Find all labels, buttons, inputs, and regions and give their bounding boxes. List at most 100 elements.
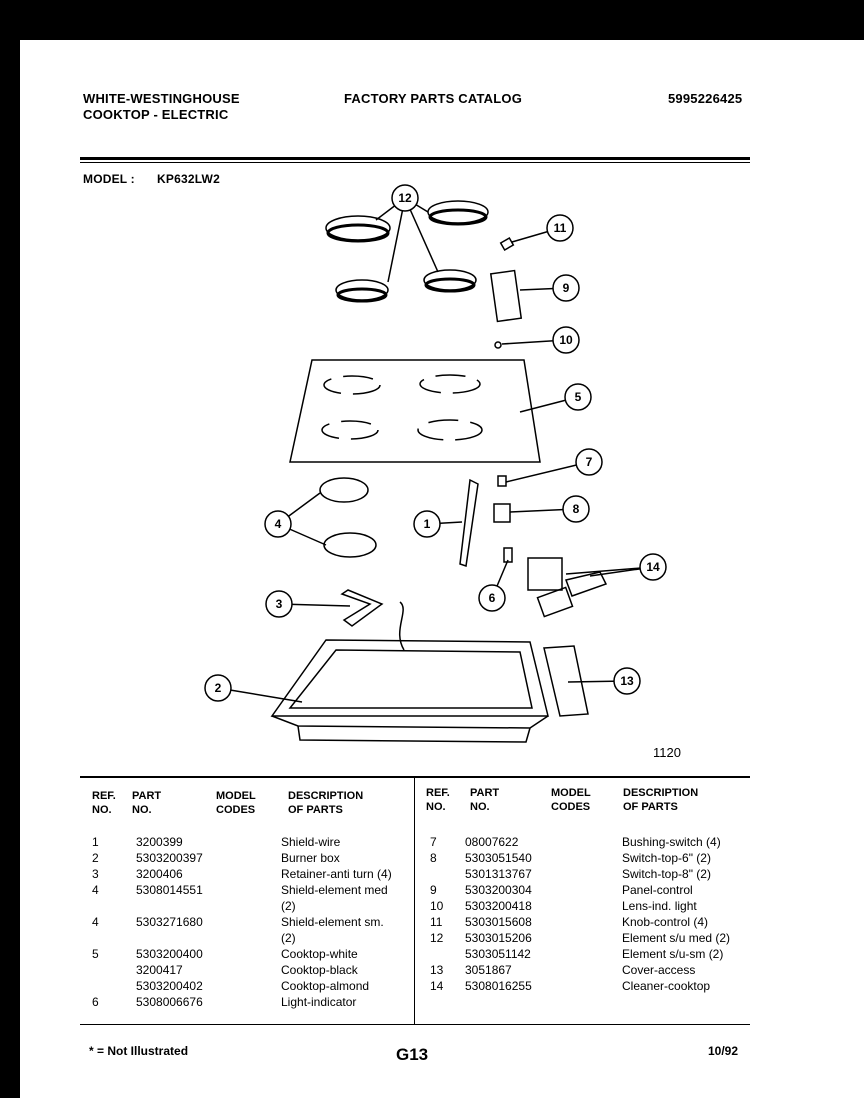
callout-11: [546, 214, 574, 242]
right-ref: 8: [430, 851, 437, 865]
callout-6-label: 6: [489, 591, 496, 605]
right-part: 5303051142: [465, 947, 531, 961]
left-part: 3200417: [136, 963, 183, 977]
header-desc-left-1: DESCRIPTION: [288, 790, 364, 802]
left-desc: (2): [281, 931, 296, 945]
callout-2: [204, 674, 232, 702]
catalog-title: FACTORY PARTS CATALOG: [344, 91, 523, 106]
burner-box: [270, 601, 549, 743]
not-illustrated-note: * = Not Illustrated: [89, 1044, 189, 1058]
left-part: 5303271680: [136, 915, 203, 929]
callout-10: [552, 326, 580, 354]
right-part: 08007622: [465, 835, 519, 849]
callout-4-label: 4: [275, 517, 282, 531]
right-ref: 9: [430, 883, 437, 897]
header-model-left-2: CODES: [216, 804, 256, 816]
right-ref: 13: [430, 963, 444, 977]
right-ref: 7: [430, 835, 437, 849]
cooktop-panel: [289, 359, 541, 463]
header-rule-thick: [80, 157, 750, 160]
left-desc: Shield-wire: [281, 835, 341, 849]
callout-13-label: 13: [620, 674, 634, 688]
callout-8: [562, 495, 590, 523]
revision-date: 10/92: [708, 1044, 739, 1058]
left-desc: Light-indicator: [281, 995, 357, 1009]
left-ref: 1: [92, 835, 99, 849]
wire-shield: [459, 478, 479, 567]
right-desc: Panel-control: [622, 883, 693, 897]
callout-1-label: 1: [424, 517, 431, 531]
callout-7-label: 7: [586, 455, 593, 469]
right-desc: Lens-ind. light: [622, 899, 697, 913]
callout-8-label: 8: [573, 502, 580, 516]
left-ref: 3: [92, 867, 99, 881]
header-desc-right-2: OF PARTS: [623, 801, 678, 813]
top-switch: [493, 503, 511, 523]
header-rule-thin: [80, 162, 750, 163]
catalog-number: 5995226425: [668, 91, 743, 106]
right-part: 5303200418: [465, 899, 532, 913]
left-desc: (2): [281, 899, 296, 913]
right-desc: Knob-control (4): [622, 915, 709, 929]
surface-element-small-front-right: [423, 269, 477, 293]
model-label: MODEL :: [83, 172, 135, 186]
callout-3-label: 3: [276, 597, 283, 611]
header-part-right-2: NO.: [470, 801, 490, 813]
left-desc: Cooktop-almond: [281, 979, 370, 993]
header-desc-right-1: DESCRIPTION: [623, 787, 699, 799]
right-part: 5303051540: [465, 851, 532, 865]
right-part: 5308016255: [465, 979, 532, 993]
brand-line-1: WHITE-WESTINGHOUSE: [83, 91, 240, 106]
left-part: 5303200400: [136, 947, 203, 961]
right-ref: 12: [430, 931, 444, 945]
element-shield-medium: [319, 477, 369, 503]
left-desc: Burner box: [281, 851, 340, 865]
left-desc: Shield-element sm.: [281, 915, 384, 929]
table-bottom-rule: [80, 1024, 750, 1025]
surface-element-small-front-left: [335, 279, 389, 303]
header-model-left-1: MODEL: [216, 790, 256, 802]
control-knob: [499, 237, 515, 251]
right-desc: Element s/u-sm (2): [622, 947, 724, 961]
callout-11-label: 11: [554, 221, 567, 235]
right-part: 5303015206: [465, 931, 532, 945]
left-desc: Cooktop-black: [281, 963, 358, 977]
callout-2-label: 2: [215, 681, 222, 695]
callout-10-label: 10: [559, 333, 573, 347]
right-desc: Element s/u med (2): [622, 931, 731, 945]
right-desc: Bushing-switch (4): [622, 835, 721, 849]
header-ref-left-2: NO.: [92, 804, 112, 816]
left-part: 5303200402: [136, 979, 203, 993]
right-part: 3051867: [465, 963, 512, 977]
brand-line-2: COOKTOP - ELECTRIC: [83, 107, 229, 122]
element-shield-small: [323, 532, 377, 558]
left-part: 3200406: [136, 867, 183, 881]
header-ref-left-1: REF.: [92, 790, 116, 802]
left-part: 5308006676: [136, 995, 203, 1009]
callout-12: [391, 184, 419, 212]
header-part-right-1: PART: [470, 787, 500, 799]
left-ref: 4: [92, 883, 99, 897]
page-number: G13: [396, 1045, 429, 1064]
right-ref: 11: [430, 915, 443, 929]
left-part: 3200399: [136, 835, 183, 849]
callout-14: [639, 553, 667, 581]
right-desc: Switch-top-6" (2): [622, 851, 711, 865]
header-model-right-1: MODEL: [551, 787, 591, 799]
header-desc-left-2: OF PARTS: [288, 804, 343, 816]
right-desc: Switch-top-8" (2): [622, 867, 711, 881]
callout-9-label: 9: [563, 281, 570, 295]
indicator-lens: [494, 341, 502, 349]
callout-4: [264, 510, 292, 538]
right-ref: 10: [430, 899, 444, 913]
header-part-left-1: PART: [132, 790, 162, 802]
right-part: 5301313767: [465, 867, 532, 881]
callout-5-label: 5: [575, 390, 582, 404]
left-desc: Retainer-anti turn (4): [281, 867, 392, 881]
figure-number: 1120: [653, 745, 681, 760]
callout-6: [478, 584, 506, 612]
surface-element-large-rear-left: [325, 215, 391, 243]
catalog-page: [20, 40, 864, 1098]
exploded-parts-diagram: 12 11 9 10 5 7 8 4 1 14 3 6 2 13: [204, 184, 667, 743]
left-ref: 5: [92, 947, 99, 961]
